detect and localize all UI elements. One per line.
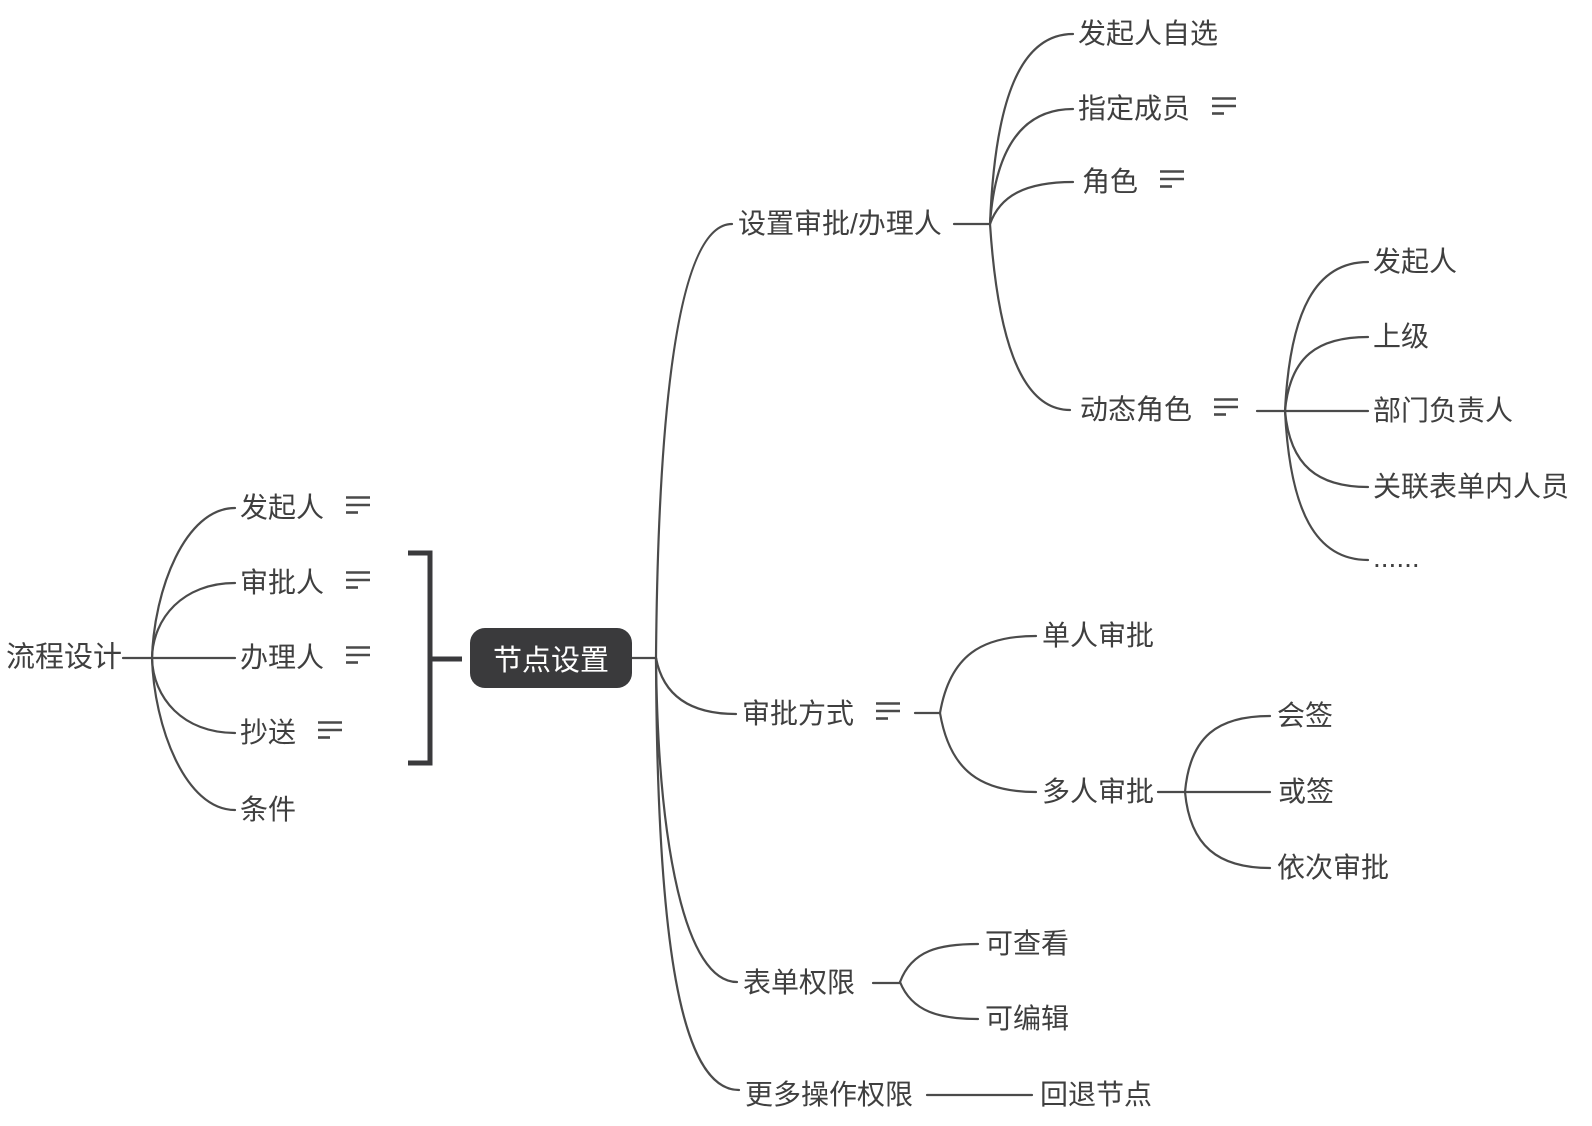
edge-to-viewable	[898, 942, 980, 984]
node-dept-head[interactable]: 部门负责人	[1373, 397, 1513, 425]
node-form-personnel[interactable]: 关联表单内人员	[1373, 473, 1569, 501]
node-settings-topic[interactable]: 节点设置	[470, 628, 632, 688]
node-approval-mode[interactable]: 审批方式	[742, 700, 901, 728]
node-label: 设置审批/办理人	[738, 208, 942, 239]
node-dynamic-role[interactable]: 动态角色	[1080, 396, 1239, 424]
node-condition[interactable]: 条件	[240, 796, 296, 824]
edge-node-form-perms	[654, 656, 739, 984]
node-label: 指定成员	[1078, 93, 1191, 124]
edge-to-initiator-choice	[988, 32, 1075, 226]
node-label: 或签	[1278, 776, 1335, 807]
edge-to-countersign	[1183, 714, 1272, 794]
edge-to-editable	[898, 980, 980, 1021]
edge-root-approver	[150, 581, 237, 660]
node-superior[interactable]: 上级	[1373, 323, 1429, 351]
node-label: 发起人	[1373, 246, 1458, 277]
node-label: 回退节点	[1040, 1079, 1153, 1110]
edge-to-single-approval	[938, 634, 1038, 715]
edge-to-dyn-initiator	[1283, 260, 1370, 413]
edge-node-more-perms	[654, 656, 741, 1092]
node-label: 发起人	[240, 492, 325, 523]
node-label: 单人审批	[1042, 620, 1155, 651]
node-label: 多人审批	[1042, 776, 1155, 807]
node-label: 办理人	[240, 642, 325, 673]
node-label: 动态角色	[1080, 394, 1193, 425]
node-label: 条件	[240, 794, 297, 825]
edge-to-role	[988, 180, 1075, 226]
note-lines-icon[interactable]	[875, 700, 901, 722]
node-role[interactable]: 角色	[1082, 168, 1185, 196]
node-label: ......	[1373, 542, 1420, 573]
note-lines-icon[interactable]	[317, 719, 343, 741]
note-lines-icon[interactable]	[1211, 95, 1237, 117]
edge-to-dynamic-role	[988, 222, 1072, 412]
node-label: 更多操作权限	[745, 1079, 914, 1110]
node-label: 发起人自选	[1078, 18, 1219, 49]
node-set-approver-handler[interactable]: 设置审批/办理人	[738, 210, 942, 238]
node-cc[interactable]: 抄送	[240, 719, 343, 747]
group-bracket	[408, 550, 433, 766]
node-label: 可查看	[985, 928, 1070, 959]
node-label: 依次审批	[1277, 852, 1390, 883]
note-lines-icon[interactable]	[345, 644, 371, 666]
node-multi-approval[interactable]: 多人审批	[1042, 778, 1154, 806]
edge-root-cc	[150, 656, 237, 735]
node-label: 会签	[1277, 700, 1334, 731]
node-handler[interactable]: 办理人	[240, 644, 371, 672]
node-countersign[interactable]: 会签	[1277, 702, 1333, 730]
node-initiator[interactable]: 发起人	[240, 494, 371, 522]
edge-node-set-approver	[654, 222, 734, 660]
node-editable[interactable]: 可编辑	[985, 1005, 1069, 1033]
node-label: 上级	[1373, 321, 1430, 352]
edge-to-form-personnel	[1283, 409, 1370, 489]
node-approver[interactable]: 审批人	[240, 569, 371, 597]
node-rollback[interactable]: 回退节点	[1040, 1081, 1152, 1109]
node-label: 可编辑	[985, 1003, 1070, 1034]
node-initiator-choice[interactable]: 发起人自选	[1078, 20, 1218, 48]
edge-to-sequential	[1183, 790, 1272, 870]
node-sequential-approval[interactable]: 依次审批	[1277, 854, 1389, 882]
node-designated-members[interactable]: 指定成员	[1078, 95, 1237, 123]
edge-to-designated-members	[988, 107, 1075, 226]
node-label: 部门负责人	[1373, 395, 1514, 426]
note-lines-icon[interactable]	[1159, 168, 1185, 190]
edge-to-ellipsis	[1283, 409, 1370, 562]
edge-root-initiator	[150, 506, 237, 660]
node-process-design[interactable]: 流程设计	[6, 641, 123, 674]
node-label: 表单权限	[743, 967, 856, 998]
node-label: 审批方式	[742, 698, 855, 729]
edge-node-approval-mode	[654, 656, 738, 716]
edge-to-superior	[1283, 335, 1370, 413]
node-single-approval[interactable]: 单人审批	[1042, 622, 1154, 650]
edge-root-condition	[150, 656, 237, 812]
note-lines-icon[interactable]	[345, 569, 371, 591]
node-viewable[interactable]: 可查看	[985, 930, 1069, 958]
node-label: 角色	[1082, 166, 1139, 197]
node-orsign[interactable]: 或签	[1278, 778, 1334, 806]
node-label: 抄送	[240, 717, 297, 748]
node-ellipsis[interactable]: ......	[1373, 544, 1420, 572]
edge-to-multi-approval	[938, 711, 1038, 794]
node-label: 流程设计	[6, 641, 123, 674]
node-label: 审批人	[240, 567, 325, 598]
node-more-permissions[interactable]: 更多操作权限	[745, 1081, 913, 1109]
note-lines-icon[interactable]	[1213, 396, 1239, 418]
node-form-permissions[interactable]: 表单权限	[743, 969, 855, 997]
node-label: 关联表单内人员	[1373, 471, 1570, 502]
node-label: 节点设置	[492, 645, 609, 677]
node-dyn-initiator[interactable]: 发起人	[1373, 248, 1457, 276]
note-lines-icon[interactable]	[345, 494, 371, 516]
